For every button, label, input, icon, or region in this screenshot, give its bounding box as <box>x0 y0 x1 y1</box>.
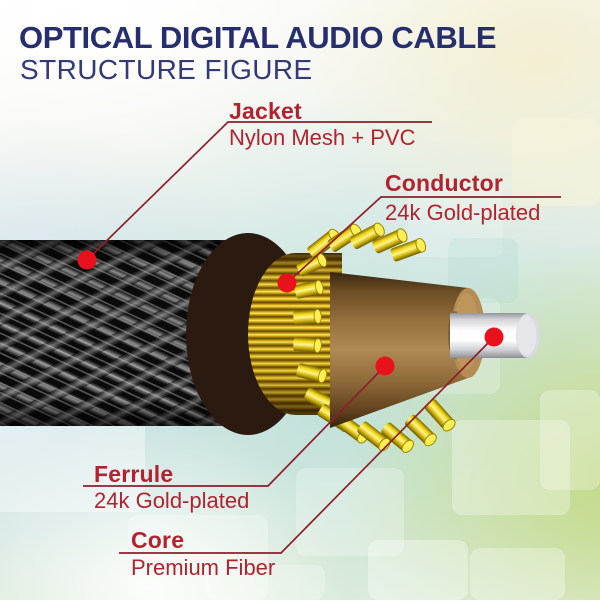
fiber-core <box>448 311 540 359</box>
ferrule-description: 24k Gold-plated <box>94 488 250 513</box>
jacket-description: Nylon Mesh + PVC <box>229 125 416 150</box>
jacket-leader-line <box>86 121 432 261</box>
mosaic-tile <box>368 540 468 600</box>
ferrule-leader-line <box>83 365 386 487</box>
jacket-marker-dot <box>77 250 97 270</box>
ferrule-label: Ferrule <box>94 461 174 487</box>
conductor-marker-dot <box>277 273 297 293</box>
jacket-label: Jacket <box>229 98 302 124</box>
mesh-jacket <box>0 240 243 426</box>
marker-dots <box>77 250 504 376</box>
page-title: OPTICAL DIGITAL AUDIO CABLE <box>19 20 497 55</box>
mosaic-tile <box>452 420 570 515</box>
conductor-description: 24k Gold-plated <box>385 200 541 225</box>
core-label: Core <box>131 527 185 553</box>
mosaic-tile <box>470 548 565 600</box>
ferrule-marker-dot <box>375 356 395 376</box>
mosaic-tile <box>0 412 145 512</box>
core-marker-dot <box>484 327 504 347</box>
mosaic-tile <box>512 118 600 206</box>
mosaic-tile <box>128 515 268 600</box>
conductor-bundle <box>248 253 342 415</box>
conductor-label: Conductor <box>385 170 504 196</box>
conductor-leader-line <box>286 196 561 284</box>
mosaic-tile <box>540 390 600 490</box>
core-leader-line <box>119 336 495 554</box>
page-subtitle: STRUCTURE FIGURE <box>20 54 313 85</box>
core-description: Premium Fiber <box>131 555 276 580</box>
mosaic-tile <box>205 565 325 600</box>
callout-lines <box>83 121 561 554</box>
